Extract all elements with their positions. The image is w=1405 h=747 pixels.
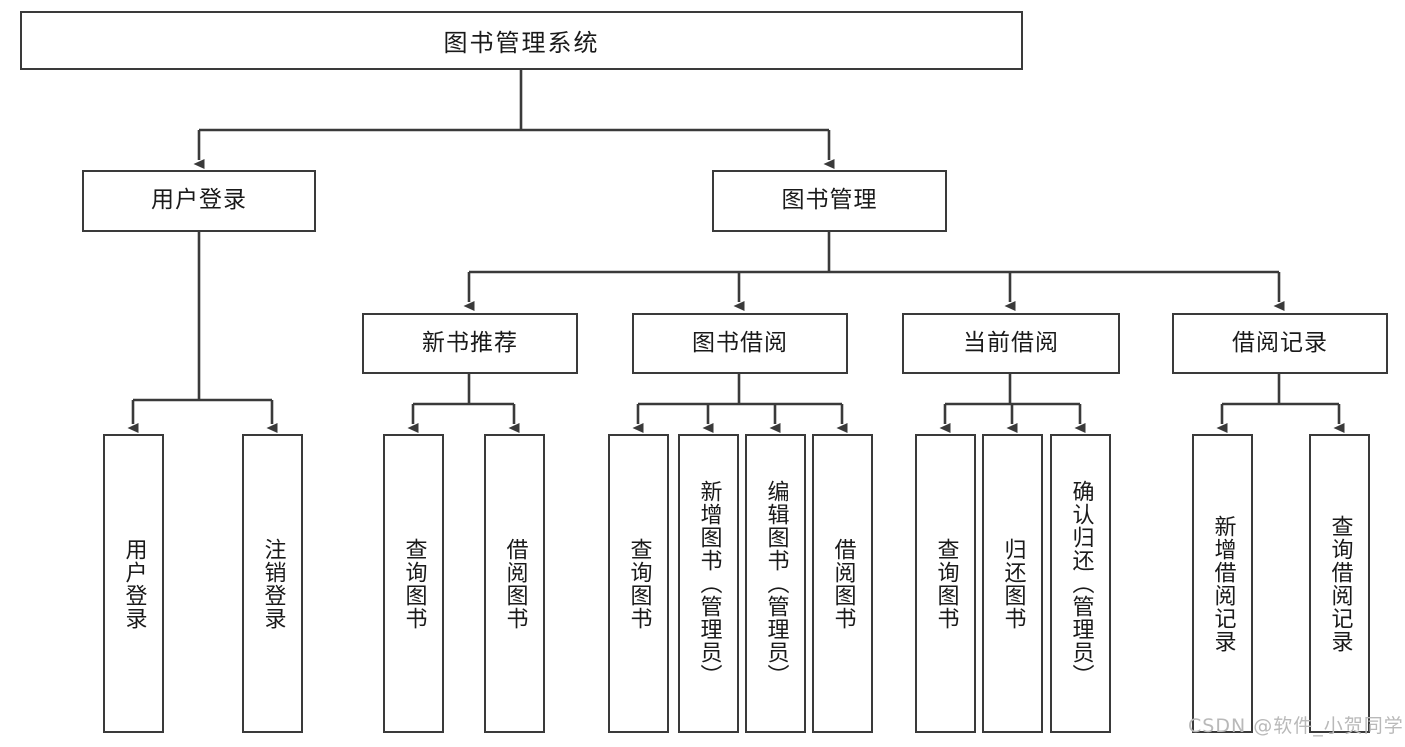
- node-leaf-borrow-book-2-label: 借阅图书: [830, 537, 856, 630]
- csdn-watermark: CSDN @软件_小贺同学: [1188, 715, 1404, 737]
- node-user-login[interactable]: 用户登录: [82, 170, 316, 232]
- node-leaf-query-book-2-label: 查询图书: [626, 537, 652, 630]
- node-leaf-query-book-3-label: 查询图书: [933, 537, 959, 630]
- node-leaf-borrow-book-2[interactable]: 借阅图书: [812, 434, 873, 733]
- node-leaf-confirm-return[interactable]: 确认归还（管理员）: [1050, 434, 1111, 733]
- node-leaf-return-book-label: 归还图书: [1000, 537, 1026, 630]
- node-leaf-query-record[interactable]: 查询借阅记录: [1309, 434, 1370, 733]
- node-user-login-label: 用户登录: [151, 187, 247, 214]
- node-leaf-query-book-3[interactable]: 查询图书: [915, 434, 976, 733]
- node-current-borrow-label: 当前借阅: [963, 329, 1059, 356]
- node-root-label: 图书管理系统: [443, 29, 600, 57]
- node-book-borrow[interactable]: 图书借阅: [632, 313, 848, 374]
- node-book-manage-label: 图书管理: [781, 187, 878, 214]
- node-leaf-user-login-label: 用户登录: [121, 537, 147, 630]
- node-current-borrow[interactable]: 当前借阅: [902, 313, 1120, 374]
- node-borrow-record-label: 借阅记录: [1232, 329, 1328, 356]
- node-leaf-query-book-2[interactable]: 查询图书: [608, 434, 669, 733]
- node-leaf-return-book[interactable]: 归还图书: [982, 434, 1043, 733]
- node-new-book-recommend[interactable]: 新书推荐: [362, 313, 578, 374]
- node-leaf-borrow-book-1-label: 借阅图书: [502, 537, 528, 630]
- node-leaf-add-book[interactable]: 新增图书（管理员）: [678, 434, 739, 733]
- node-leaf-borrow-book-1[interactable]: 借阅图书: [484, 434, 545, 733]
- node-book-borrow-label: 图书借阅: [692, 329, 788, 356]
- node-leaf-user-logout[interactable]: 注销登录: [242, 434, 303, 733]
- node-leaf-query-book-1-label: 查询图书: [401, 537, 427, 630]
- node-book-manage[interactable]: 图书管理: [712, 170, 947, 232]
- node-leaf-query-book-1[interactable]: 查询图书: [383, 434, 444, 733]
- node-leaf-user-login[interactable]: 用户登录: [103, 434, 164, 733]
- node-leaf-edit-book[interactable]: 编辑图书（管理员）: [745, 434, 806, 733]
- node-leaf-edit-book-label: 编辑图书（管理员）: [763, 480, 789, 687]
- node-leaf-user-logout-label: 注销登录: [260, 537, 286, 630]
- node-leaf-add-book-label: 新增图书（管理员）: [696, 480, 722, 687]
- node-borrow-record[interactable]: 借阅记录: [1172, 313, 1388, 374]
- node-leaf-confirm-return-label: 确认归还（管理员）: [1068, 480, 1094, 687]
- node-root[interactable]: 图书管理系统: [20, 11, 1023, 70]
- node-new-book-recommend-label: 新书推荐: [422, 329, 518, 356]
- node-leaf-add-record[interactable]: 新增借阅记录: [1192, 434, 1253, 733]
- node-leaf-query-record-label: 查询借阅记录: [1327, 514, 1353, 653]
- node-leaf-add-record-label: 新增借阅记录: [1210, 514, 1236, 653]
